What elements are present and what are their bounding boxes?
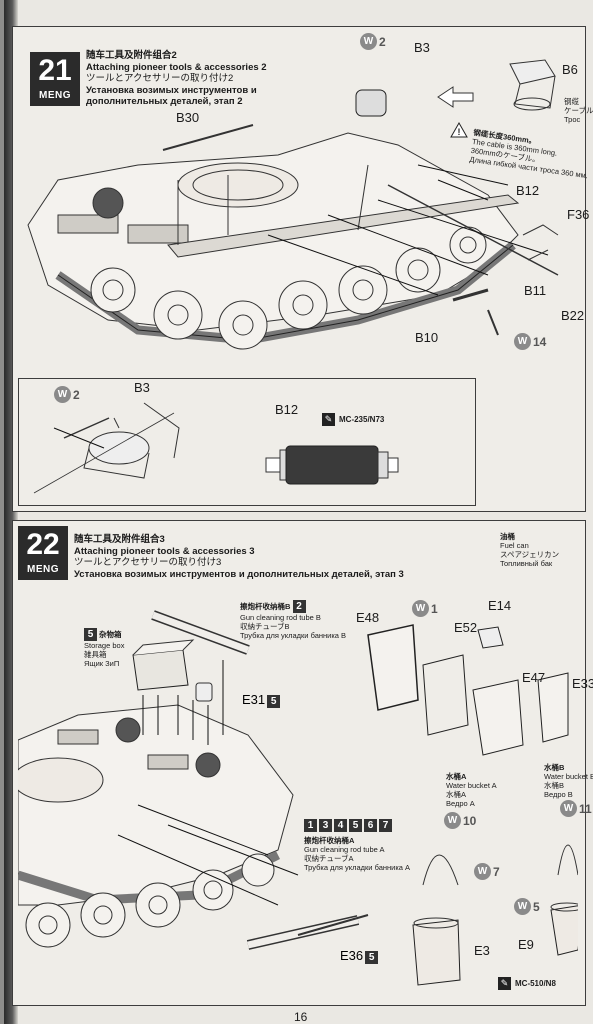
part-label-e52: E52 (454, 620, 478, 635)
part-label-b30: B30 (176, 110, 200, 125)
title-jp: ツールとアクセサリーの取り付け2 (86, 73, 234, 84)
paint-callout-mc510: ✎ MC-510/N8 (498, 977, 556, 990)
cable-label-jp: ケーブル (564, 106, 593, 115)
title-jp: ツールとアクセサリーの取り付け3 (74, 557, 222, 568)
title-ru-1: Установка возимых инструментов и (86, 84, 257, 96)
storage-box-step-num: 5 (84, 628, 97, 641)
step-number: 22 (26, 528, 60, 561)
glue-type-w2-marker: W 2 (360, 33, 386, 50)
part-label-e9: E9 (518, 937, 534, 952)
part-label-b6: B6 (562, 62, 578, 77)
step-21-title: 随车工具及附件组合2 Attaching pioneer tools & acc… (86, 50, 267, 108)
glue-type-w14-marker: W 14 (514, 333, 546, 350)
water-bucket-a-caption: 水桶A Water bucket A 水桶A Ведро A (446, 772, 497, 808)
part-label-b22: B22 (561, 308, 585, 323)
part-label-f36: F36 (567, 207, 590, 222)
glue-type-w7-marker: W 7 (474, 863, 500, 880)
part-label-e48: E48 (356, 610, 380, 625)
title-ru: Установка возимых инструментов и дополни… (74, 568, 404, 580)
cable-label-cn: 钢缆 (564, 97, 579, 106)
detail-tool-mount-drawing (33, 402, 180, 494)
part-label-e33: E33 (572, 676, 593, 691)
brand-logo: MENG (27, 564, 59, 575)
title-cn: 随车工具及附件组合3 (74, 534, 165, 545)
part-label-e14: E14 (488, 598, 512, 613)
tank-assembly-drawing-21 (27, 86, 559, 350)
warning-triangle-icon: ! (450, 122, 468, 138)
part-label-b10: B10 (415, 330, 439, 345)
glue-type-w10-marker: W 10 (444, 812, 476, 829)
instruction-page: 21 MENG 随车工具及附件组合2 Attaching pioneer too… (4, 0, 593, 1024)
part-label-e3: E3 (474, 943, 490, 958)
step-number: 21 (38, 54, 72, 87)
part-label-b12: B12 (516, 183, 540, 198)
step-21-badge: 21 MENG (30, 52, 80, 106)
detail-glue-w2-marker: W 2 (54, 386, 80, 403)
part-label-b11: B11 (524, 283, 547, 298)
paint-callout-mc235: ✎ MC-235/N73 (322, 413, 384, 426)
title-ru-2: дополнительных деталей, этап 2 (86, 96, 243, 107)
fuel-can-caption: 油桶 Fuel can スペアジェリカン Топливный бак (500, 532, 560, 568)
tank-assembly-drawing-22 (18, 610, 578, 986)
part-label-b3: B3 (414, 40, 430, 55)
rod-tube-b-caption: 擦炮杆收纳桶B 2 Gun cleaning rod tube B 収納チューブ… (240, 600, 347, 640)
cable-drum-b6 (509, 59, 556, 111)
cable-clamp-b12-drawing (265, 445, 399, 485)
cable-label-ru: Трос (564, 115, 581, 124)
title-en: Attaching pioneer tools & accessories 2 (86, 61, 267, 73)
rod-tube-b-step-num: 2 (292, 600, 306, 613)
paint-brush-icon: ✎ (498, 977, 511, 990)
glue-type-w11-marker: W 11 (560, 800, 592, 817)
glue-type-w1-marker: W 1 (412, 600, 438, 617)
glue-type-w5-marker: W 5 (514, 898, 540, 915)
detail-part-label-b12: B12 (275, 402, 299, 417)
title-cn: 随车工具及附件组合2 (86, 50, 177, 61)
detail-part-label-b3: B3 (134, 380, 150, 395)
step-22-title: 随车工具及附件组合3 Attaching pioneer tools & acc… (74, 534, 404, 580)
paint-brush-icon: ✎ (322, 413, 335, 426)
page-number: 16 (294, 1010, 308, 1024)
title-en: Attaching pioneer tools & accessories 3 (74, 545, 255, 557)
brand-logo: MENG (39, 90, 71, 101)
water-bucket-b-caption: 水桶B Water bucket B 水桶B Ведро B (544, 763, 593, 799)
svg-text:!: ! (458, 127, 461, 137)
step-22-badge: 22 MENG (18, 526, 68, 580)
step-21-detail-panel (18, 378, 476, 506)
part-label-e47: E47 (522, 670, 546, 685)
